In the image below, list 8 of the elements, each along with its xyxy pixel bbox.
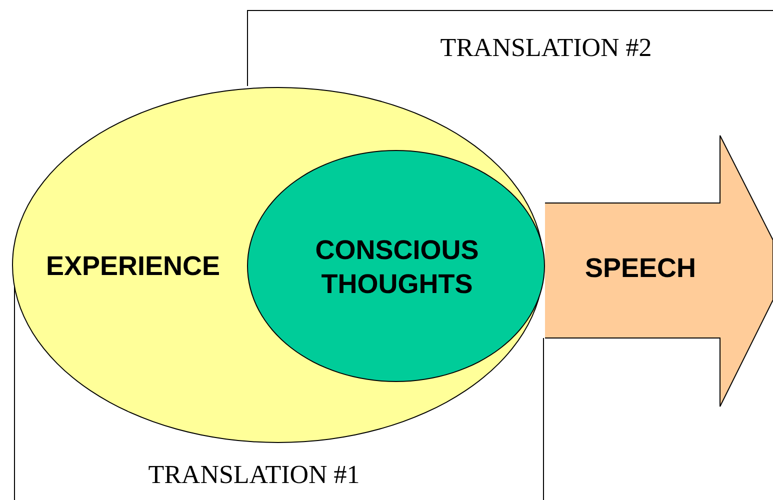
node-label: CONSCIOUS THOUGHTS bbox=[314, 234, 480, 301]
node-label: TRANSLATION #2 bbox=[439, 33, 653, 63]
frame-box bbox=[14, 444, 544, 500]
frame-box bbox=[247, 10, 773, 86]
node-label: SPEECH bbox=[584, 253, 698, 284]
node-label: TRANSLATION #1 bbox=[147, 460, 361, 490]
node-label: EXPERIENCE bbox=[44, 251, 222, 282]
block-arrow bbox=[545, 135, 773, 407]
